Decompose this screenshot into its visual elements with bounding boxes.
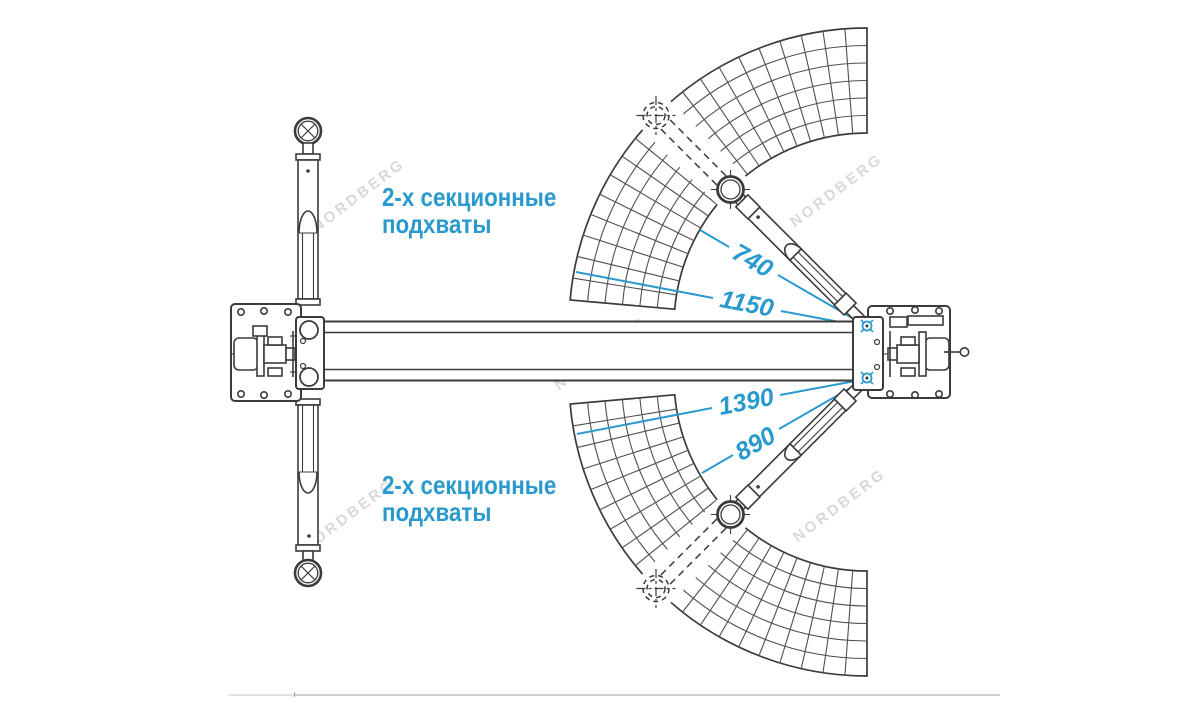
right-post-handle: [944, 346, 970, 357]
grid-radial: [583, 436, 684, 470]
left-arm-down: [293, 398, 323, 588]
arm-pad-top: [711, 170, 750, 209]
dimension-label-740: 740: [727, 238, 777, 283]
grid-radial: [609, 174, 701, 229]
grid-radial: [779, 40, 812, 142]
dimension-label-1390: 1390: [716, 383, 776, 421]
grid-radial: [635, 138, 718, 205]
grid-radial: [758, 48, 798, 147]
left-motor: [231, 325, 299, 377]
left-post: [230, 116, 325, 588]
grid-radial: [800, 566, 825, 669]
annotation-bottom-line1: 2-х секционные: [382, 470, 557, 500]
grid-radial: [758, 557, 798, 656]
annotation-top: 2-х секционные подхваты: [382, 184, 556, 238]
grid-radial: [682, 91, 748, 175]
grid-radial: [699, 78, 760, 167]
grid-radial: [822, 31, 840, 136]
grid-radial: [572, 277, 677, 296]
left-arm-up: [293, 116, 323, 306]
arm-pad-top-extended-phantom: [636, 96, 676, 135]
annotation-top-line1: 2-х секционные: [382, 182, 557, 212]
grid-radial: [738, 551, 785, 648]
grid-radial: [699, 537, 760, 626]
grid-radial: [844, 570, 854, 676]
swing-arm-bottom: [660, 378, 867, 585]
annotation-bottom-line2: подхваты: [382, 497, 492, 527]
grid-radial: [800, 35, 825, 138]
arm-pad-bottom: [711, 495, 750, 534]
grid-radial: [718, 67, 772, 159]
grid-radial: [590, 449, 689, 491]
grid-radial: [822, 568, 840, 673]
right-carriage-plate: [852, 316, 884, 391]
grid-radial: [590, 213, 689, 255]
arm-pivot-bottom: [860, 371, 874, 385]
grid-radial: [583, 234, 684, 268]
right-post: [852, 305, 970, 399]
crossbeam: [322, 320, 854, 382]
grid-radial: [779, 562, 812, 664]
right-motor: [884, 315, 950, 377]
grid-radial: [635, 499, 718, 566]
grid-radial: [621, 487, 709, 549]
arm-pad-bottom-extended-phantom: [636, 569, 676, 608]
grid-radial: [577, 422, 680, 449]
grid-radial: [621, 155, 709, 217]
grid-radial: [844, 28, 854, 134]
grid-radial: [572, 408, 677, 427]
grid-radial: [599, 462, 695, 511]
page-separator: [228, 692, 1000, 697]
dimension-label-1150: 1150: [718, 285, 776, 323]
grid-radial: [577, 255, 680, 282]
grid-radial: [599, 193, 695, 242]
annotation-top-line2: подхваты: [382, 209, 492, 239]
grid-radial: [738, 56, 785, 153]
grid-radial: [682, 529, 748, 613]
grid-radial: [609, 475, 701, 530]
grid-radial: [718, 545, 772, 637]
annotation-bottom: 2-х секционные подхваты: [382, 472, 556, 526]
arm-pivot-top: [860, 319, 874, 333]
